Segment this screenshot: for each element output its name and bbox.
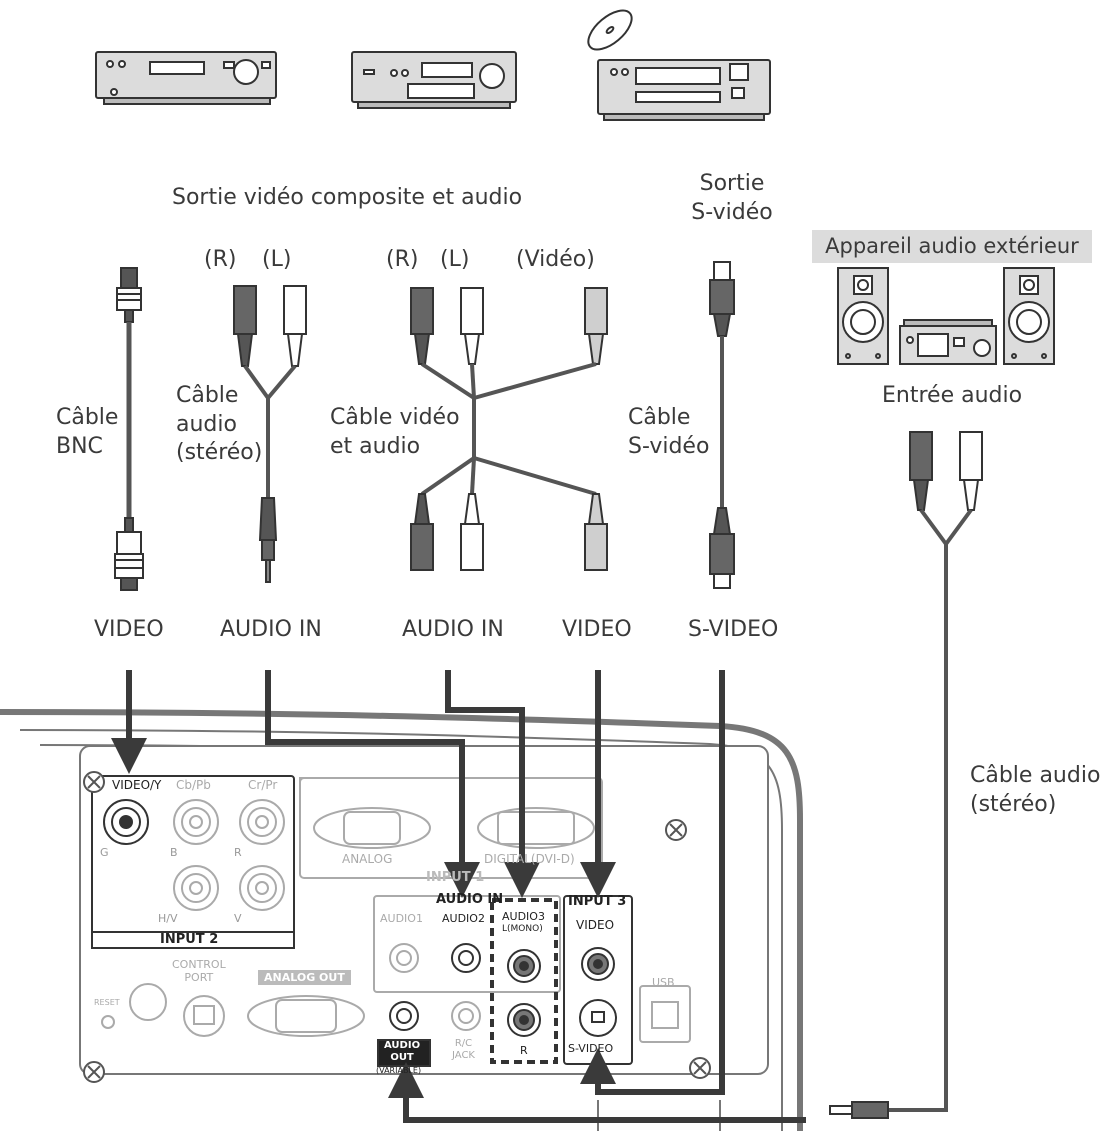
terminal-video-2: VIDEO [562,617,632,642]
plug-r-label-2: (R) [386,247,419,272]
input2-section [83,771,295,949]
panel-svideo: S-VIDEO [568,1042,614,1055]
video-audio-cable [410,287,608,571]
speaker-left-icon [837,267,889,365]
screw-icon [83,819,711,1083]
plug-l-label-2: (L) [440,247,470,272]
panel-control-port-line2: PORT [184,971,214,984]
panel-cb-pb: Cb/Pb [176,778,211,792]
panel-audio3: AUDIO3 [502,910,545,923]
svideo-cable-label: Câble S-vidéo [628,404,709,461]
arrow-svideo [580,670,725,1095]
panel-audio-in: AUDIO IN [436,892,504,907]
svideo-cable-line2: S-vidéo [628,433,710,459]
panel-audio-out: AUDIO OUT [384,1040,420,1064]
plug-l-label: (L) [262,247,292,272]
panel-audio2: AUDIO2 [442,912,485,925]
audio-cable-line1: Câble [176,383,239,408]
panel-video-y: VIDEO/Y [112,778,162,792]
panel-control-port: CONTROL PORT [172,958,226,984]
panel-l-mono: L(MONO) [502,924,543,934]
panel-input3: INPUT 3 [568,894,627,909]
panel-variable: (VARIABLE) [376,1066,422,1075]
svideo-output-line2: S-vidéo [691,199,773,225]
bnc-cable-label: Câble BNC [56,404,118,461]
arrow-audio-in-2 [445,670,540,898]
panel-r: R [234,846,242,859]
speaker-right-icon [1003,267,1055,365]
panel-audio-out-line1: AUDIO [384,1040,421,1051]
audio-input-label: Entrée audio [882,383,1023,408]
panel-rc-jack: R/C JACK [452,1038,475,1062]
panel-analog-out: ANALOG OUT [258,970,351,985]
vcr-device-icon [95,51,277,105]
composite-output-label: Sortie vidéo composite et audio [172,185,523,210]
panel-cr-pr: Cr/Pr [248,778,278,792]
connection-arrows [111,670,806,1123]
analog-out-port-icon [247,995,365,1037]
panel-hv: H/V [158,912,178,925]
panel-r-audio3: R [520,1044,528,1057]
dvd-player-device-icon [587,9,771,121]
audio-out-port-icon [377,1001,431,1067]
av-cable-line2: et audio [330,433,421,459]
panel-b: B [170,846,178,859]
input1-section [299,777,603,879]
panel-v: V [234,912,242,925]
audio-cable-label: Câble audio (stéréo) [176,382,262,468]
ext-audio-cable-line2: (stéréo) [970,791,1057,817]
external-audio-header: Appareil audio extérieur [812,230,1092,263]
panel-reset: RESET [94,998,120,1007]
audio-cable-line3: (stéréo) [176,440,263,466]
terminal-video-1: VIDEO [94,617,164,642]
svideo-output-label: Sortie S-vidéo [682,170,782,227]
panel-digital: DIGITAL(DVI-D) [484,852,575,866]
panel-video: VIDEO [576,918,615,932]
plug-r-label: (R) [204,247,237,272]
video-deck-device-icon [351,51,517,109]
ext-audio-cable-line1: Câble audio [970,763,1101,788]
panel-audio-out-line2: OUT [390,1052,414,1063]
svideo-output-line1: Sortie [699,171,765,196]
rc-jack-port-icon [451,1001,481,1031]
terminal-svideo: S-VIDEO [688,617,779,642]
ext-audio-cable-label: Câble audio (stéréo) [970,762,1100,819]
panel-control-port-line1: CONTROL [172,958,226,971]
svideo-cable-line1: Câble [628,405,691,430]
usb-port-icon [639,985,691,1043]
control-port-icon [101,983,225,1037]
panel-g: G [100,846,109,859]
bnc-cable [114,267,144,591]
av-cable-line1: Câble vidéo [330,405,460,430]
audio-cable-line2: audio [176,411,237,437]
input3-section [563,895,633,1065]
svideo-cable [709,261,735,589]
arrow-audio-in-1 [265,670,480,898]
arrow-audio-out [388,1062,806,1123]
external-audio-cable [829,431,983,1119]
audio-stereo-cable [233,285,307,583]
bnc-cable-line1: Câble [56,405,119,430]
panel-rc-line2: JACK [452,1050,475,1061]
panel-usb: USB [652,976,675,989]
bnc-cable-line2: BNC [56,433,103,459]
terminal-audio-in-2: AUDIO IN [402,617,504,642]
panel-audio1: AUDIO1 [380,912,423,925]
amplifier-icon [899,319,997,365]
plug-video-label: (Vidéo) [516,247,595,272]
audio-in-section [373,895,561,1064]
panel-input2: INPUT 2 [160,932,219,947]
av-cable-label: Câble vidéo et audio [330,404,460,461]
terminal-audio-in-1: AUDIO IN [220,617,322,642]
panel-input1: INPUT 1 [426,870,485,885]
panel-rc-line1: R/C [454,1038,473,1049]
panel-analog: ANALOG [342,852,393,866]
